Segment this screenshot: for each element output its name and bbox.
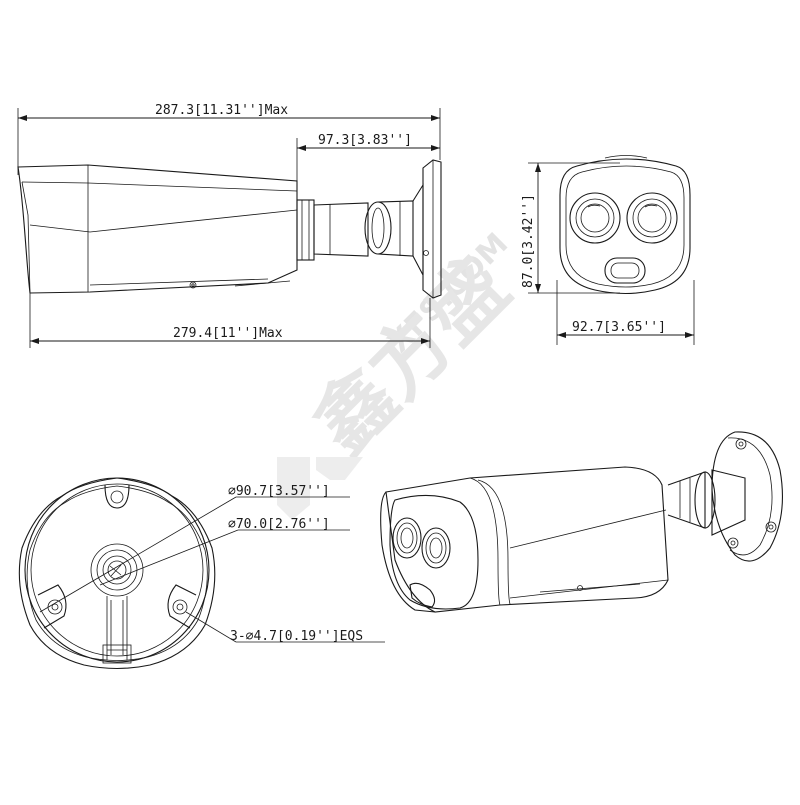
dimension-label-front-width: 92.7[3.65''] <box>572 320 666 335</box>
dimension-overall-length: 287.3[11.31'']Max <box>17 103 441 175</box>
dimension-label-base-outer: ∅90.7[3.57''] <box>228 484 330 499</box>
dimension-label-base-inner: ∅70.0[2.76''] <box>228 517 330 532</box>
watermark-logo <box>277 457 363 520</box>
dimension-label-body-length: 279.4[11'']Max <box>173 326 283 341</box>
leader-lines <box>39 496 385 643</box>
dimension-label-front-height: 87.0[3.42''] <box>521 194 536 288</box>
bracket-arm-iso <box>667 469 746 536</box>
dimension-front-height: 87.0[3.42''] <box>521 162 620 294</box>
dimension-body-length: 279.4[11'']Max <box>29 293 431 348</box>
watermark-cjk: 鑫方盛 <box>297 242 526 471</box>
wall-plate-iso <box>711 431 784 562</box>
dimension-front-width: 92.7[3.65''] <box>556 280 695 345</box>
dimension-bracket-length: 97.3[3.83''] <box>296 133 440 200</box>
dimension-label-bracket-length: 97.3[3.83''] <box>318 133 412 148</box>
watermark: XFS.COM 鑫方盛 <box>277 226 526 520</box>
base-view: ∅90.7[3.57''] ∅70.0[2.76''] 3-∅4.7[0.19'… <box>18 477 385 670</box>
bracket-arm-side <box>296 183 424 276</box>
camera-front-housing <box>559 155 691 295</box>
dimension-label-mount-holes: 3-∅4.7[0.19'']EQS <box>230 629 363 644</box>
camera-body-side <box>17 164 298 294</box>
isometric-view <box>380 431 784 613</box>
dimension-label-overall-length: 287.3[11.31'']Max <box>155 103 288 118</box>
side-view: 287.3[11.31'']Max 97.3[3.83''] <box>17 103 442 348</box>
wall-plate-side <box>422 159 442 299</box>
front-view: 87.0[3.42''] <box>521 155 695 345</box>
camera-body-iso <box>380 466 669 613</box>
